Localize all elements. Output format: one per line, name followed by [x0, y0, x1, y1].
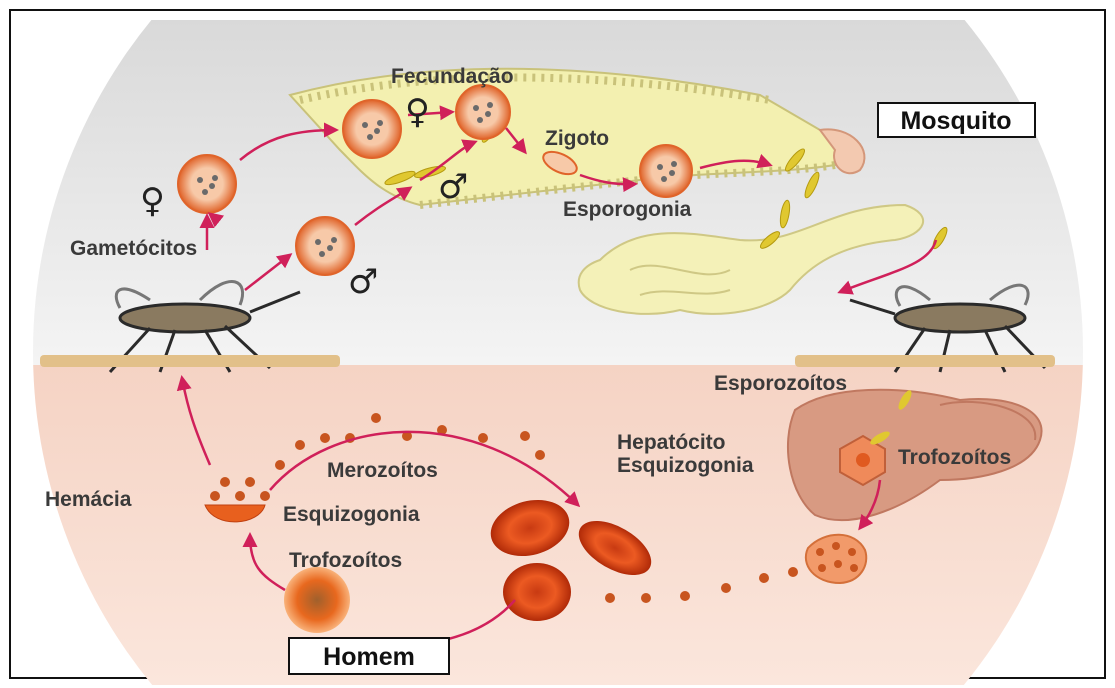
female-symbol-top: ♀ [405, 92, 430, 132]
oocyst-cell [640, 145, 692, 197]
male-symbol-bottom: ♂ [348, 262, 378, 302]
skin-right [795, 355, 1055, 367]
liver-trophozoites-label: Trofozoítos [898, 446, 1011, 469]
human-host-label: Homem [323, 643, 415, 671]
merozoites-label: Merozoítos [327, 459, 438, 482]
mosquito-host-label: Mosquito [900, 107, 1011, 135]
sporogony-label: Esporogonia [563, 198, 692, 221]
red-cell-label: Hemácia [45, 488, 132, 511]
blood-schizogony-label: Esquizogonia [283, 503, 420, 526]
fertilized-cell [456, 85, 510, 139]
fecundation-label: Fecundação [391, 65, 514, 88]
blood-trophozoites-label: Trofozoítos [289, 549, 402, 572]
gamete-cell [343, 100, 401, 158]
female-symbol-left: ♀ [140, 181, 165, 221]
sporozoites-label: Esporozoítos [714, 372, 847, 395]
liver-schizont [806, 535, 866, 583]
gametocytes-label: Gametócitos [70, 237, 197, 260]
female-gametocyte [178, 155, 236, 213]
hepatocyte-label: Hepatócito [617, 431, 726, 454]
liver-schizogony-label: Esquizogonia [617, 454, 754, 477]
male-symbol-gut: ♂ [438, 167, 468, 207]
trophozoite-cell [284, 567, 350, 633]
zygote-label: Zigoto [545, 127, 609, 150]
skin-left [40, 355, 340, 367]
male-gametocyte [296, 217, 354, 275]
